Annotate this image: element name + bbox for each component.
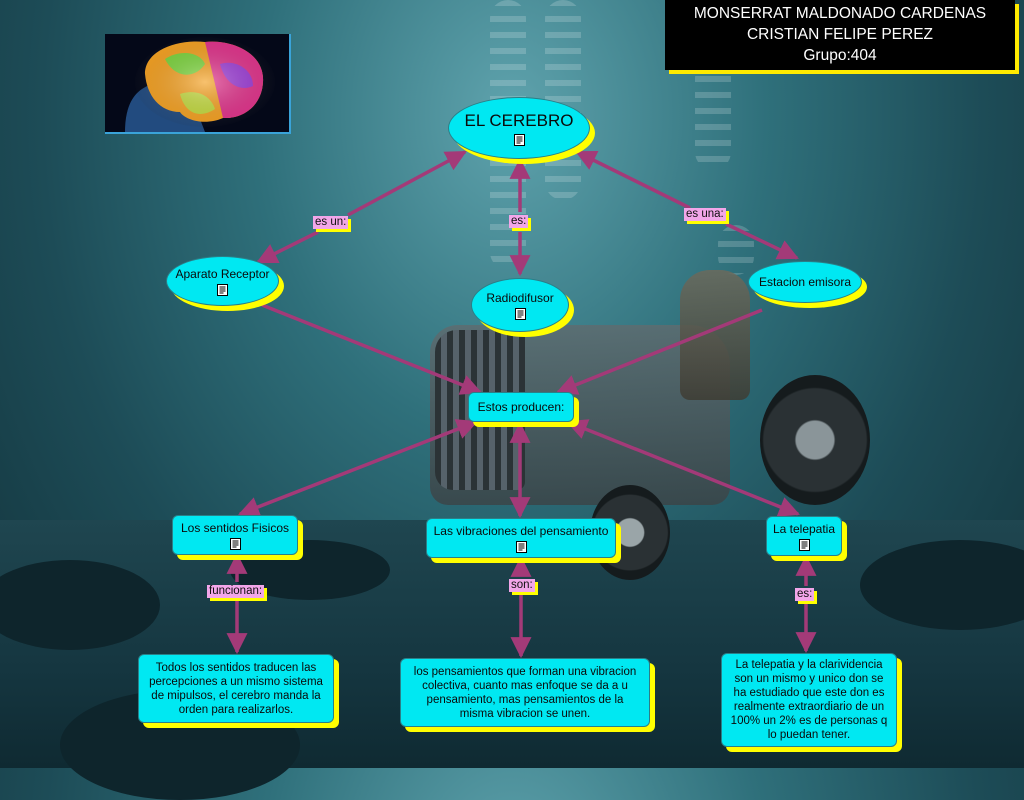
authors-header: MONSERRAT MALDONADO CARDENAS CRISTIAN FE… <box>665 0 1015 70</box>
connector-cerebro-esun <box>347 150 467 217</box>
connector-estos-sentidos <box>238 419 478 517</box>
concept-la-telepatia[interactable]: La telepatia <box>766 516 842 556</box>
document-icon[interactable] <box>217 283 228 296</box>
concept-estacion-emisora[interactable]: Estacion emisora <box>748 261 862 303</box>
concept-radiodifusor[interactable]: Radiodifusor <box>471 278 569 332</box>
concept-label: Todos los sentidos traducen las percepci… <box>149 661 323 716</box>
link-label-es-una: es una: <box>684 208 726 221</box>
concept-label: La telepatia <box>772 521 836 536</box>
brain-image <box>105 34 291 134</box>
concept-telepatia-descripcion[interactable]: La telepatia y la clarividencia son un m… <box>721 653 897 747</box>
concept-label: La telepatia y la clarividencia son un m… <box>730 659 888 741</box>
bubbles-decoration <box>695 60 731 170</box>
concept-sentidos-fisicos[interactable]: Los sentidos Fisicos <box>172 515 298 555</box>
concept-label: Estacion emisora <box>758 275 852 289</box>
connector-aparato-estos <box>261 303 482 395</box>
concept-label: EL CEREBRO <box>464 110 574 130</box>
concept-label: Radiodifusor <box>486 290 554 305</box>
link-label-funcionan: funcionan: <box>207 585 265 598</box>
connector-estos-telepatia <box>566 419 800 517</box>
concept-vibraciones-descripcion[interactable]: los pensamientos que forman una vibracio… <box>400 658 650 727</box>
document-icon[interactable] <box>515 540 527 553</box>
concept-label: Aparato Receptor <box>175 266 270 281</box>
concept-label: Las vibraciones del pensamiento <box>433 523 609 538</box>
document-icon[interactable] <box>229 537 241 550</box>
seabed-rock <box>860 540 1024 630</box>
concept-sentidos-descripcion[interactable]: Todos los sentidos traducen las percepci… <box>138 654 334 723</box>
connector-esun-aparato <box>256 230 319 264</box>
link-label-es: es: <box>509 215 529 228</box>
connector-lines <box>226 150 817 659</box>
connector-estacion-estos <box>556 308 763 395</box>
seabed-rock <box>0 560 160 650</box>
connector-cerebro-esuna <box>575 150 691 210</box>
concept-label: los pensamientos que forman una vibracio… <box>413 665 637 720</box>
connector-esuna-estacion <box>725 222 799 260</box>
document-icon[interactable] <box>798 538 810 551</box>
document-icon[interactable] <box>513 133 525 146</box>
author-name: MONSERRAT MALDONADO CARDENAS <box>693 5 987 22</box>
concept-vibraciones-pensamiento[interactable]: Las vibraciones del pensamiento <box>426 518 616 558</box>
concept-label: Estos producen: <box>477 400 565 414</box>
diver-image <box>680 270 750 400</box>
concept-aparato-receptor[interactable]: Aparato Receptor <box>166 256 279 306</box>
link-label-es-un: es un: <box>313 216 349 229</box>
group-label: Grupo:404 <box>803 47 877 64</box>
link-label-son: son: <box>509 579 535 592</box>
link-label-es-telepatia: es: <box>795 588 815 601</box>
concept-estos-producen[interactable]: Estos producen: <box>468 392 574 422</box>
author-name: CRISTIAN FELIPE PEREZ <box>746 26 934 43</box>
concept-label: Los sentidos Fisicos <box>180 520 290 535</box>
concept-el-cerebro[interactable]: EL CEREBRO <box>448 97 590 159</box>
document-icon[interactable] <box>514 307 526 320</box>
